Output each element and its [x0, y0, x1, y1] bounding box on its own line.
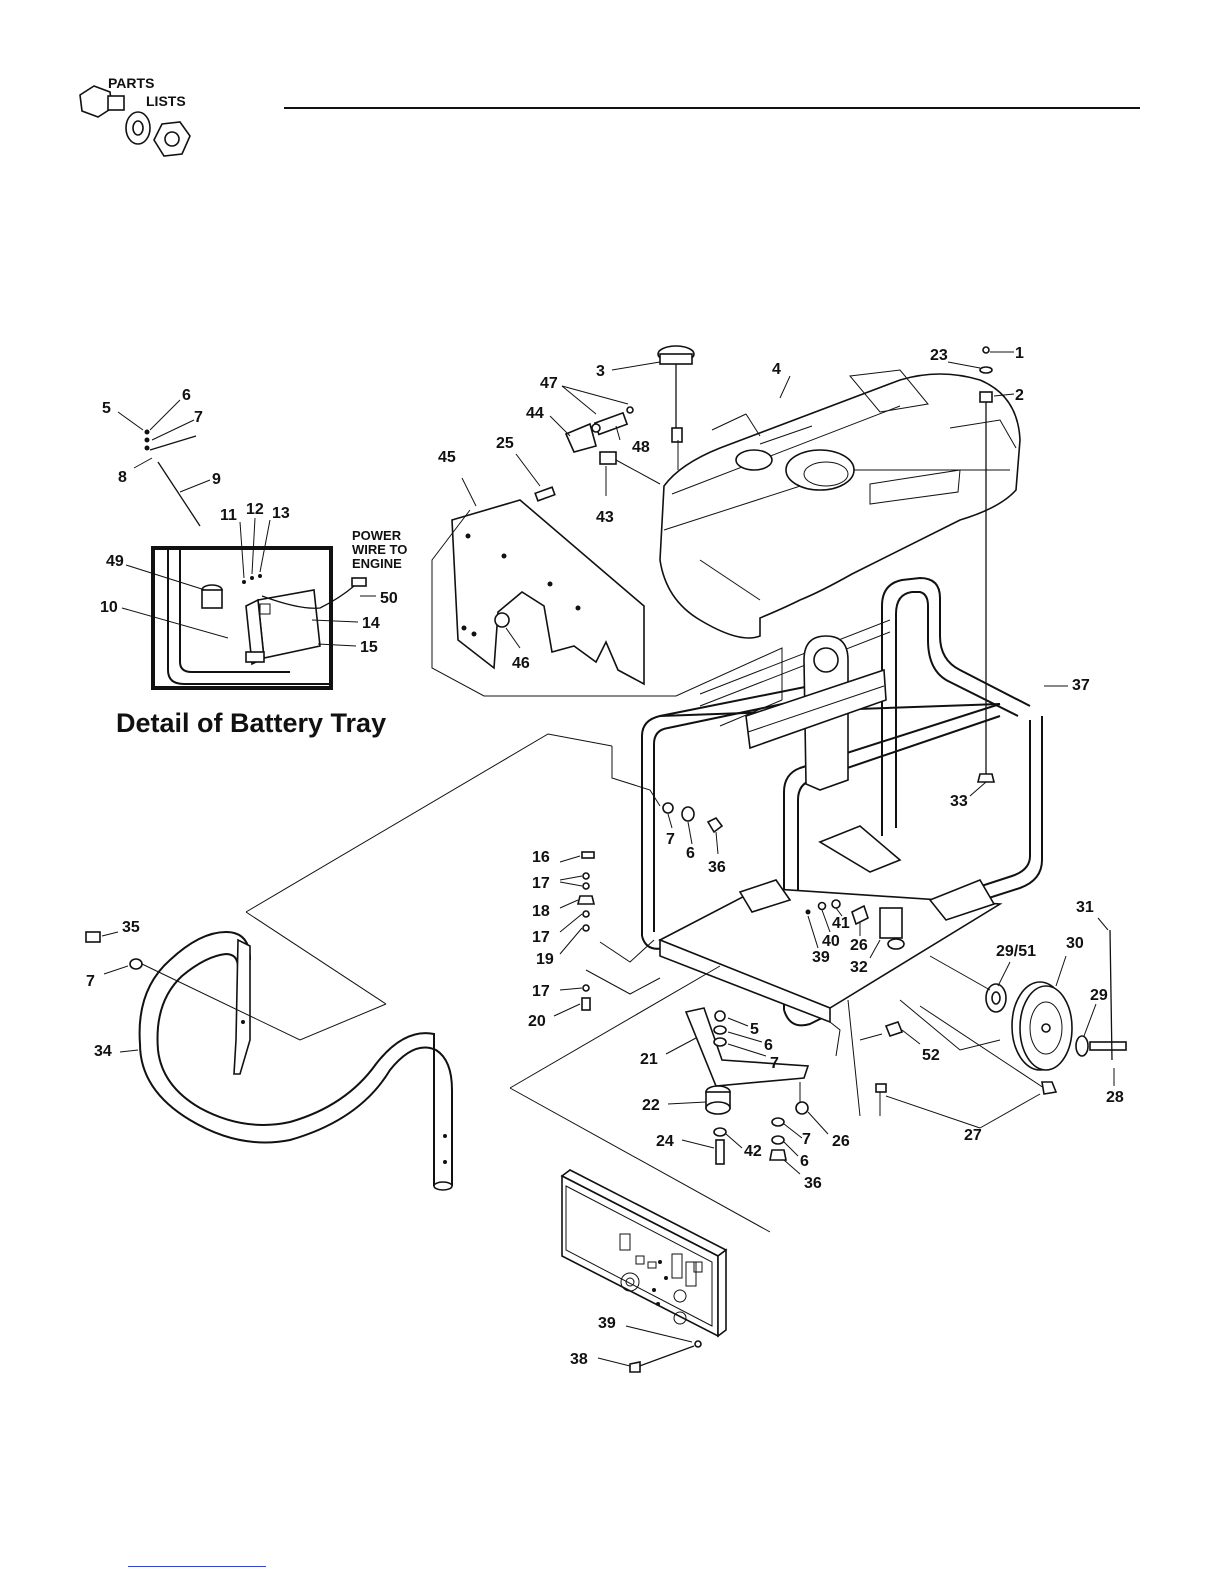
callout-5-top: 5 [102, 400, 111, 417]
callout-11: 11 [220, 507, 237, 524]
callout-18: 18 [532, 903, 550, 920]
callout-17-c: 17 [532, 983, 550, 1000]
callout-30: 30 [1066, 935, 1084, 952]
callout-26-frame: 26 [850, 937, 868, 954]
callout-9: 9 [212, 471, 221, 488]
callout-6-mount: 6 [764, 1037, 773, 1054]
callout-39-frame: 39 [812, 949, 830, 966]
callout-12: 12 [246, 501, 264, 518]
callout-29-51: 29/51 [996, 943, 1036, 960]
callout-6-lower: 6 [800, 1153, 809, 1170]
callout-7-frame: 7 [666, 831, 675, 848]
callout-29: 29 [1090, 987, 1108, 1004]
callout-16: 16 [532, 849, 550, 866]
callout-44: 44 [526, 405, 544, 422]
callout-34: 34 [94, 1043, 112, 1060]
callout-46: 46 [512, 655, 530, 672]
fuel-tank [660, 370, 1020, 638]
callout-7-mount: 7 [770, 1055, 779, 1072]
callout-36-frame: 36 [708, 859, 726, 876]
callout-13: 13 [272, 505, 290, 522]
callout-24: 24 [656, 1133, 674, 1150]
callout-23: 23 [930, 347, 948, 364]
callout-39-panel: 39 [598, 1315, 616, 1332]
callout-8: 8 [118, 469, 127, 486]
callout-47: 47 [540, 375, 558, 392]
callout-4: 4 [772, 361, 781, 378]
callout-2: 2 [1015, 387, 1024, 404]
fastener-stack [578, 852, 594, 1010]
control-panel [562, 1170, 726, 1336]
callout-42: 42 [744, 1143, 762, 1160]
parts-lists-logo: PARTS LISTS [80, 75, 190, 156]
callout-43: 43 [596, 509, 614, 526]
fuel-gauge [658, 346, 694, 470]
callout-6-frame: 6 [686, 845, 695, 862]
callout-20: 20 [528, 1013, 546, 1030]
callout-45: 45 [438, 449, 456, 466]
callout-1: 1 [1015, 345, 1024, 362]
callout-21: 21 [640, 1051, 658, 1068]
callout-3: 3 [596, 363, 605, 380]
generator-frame [642, 578, 1042, 1025]
callout-5-mount: 5 [750, 1021, 759, 1038]
callout-33: 33 [950, 793, 968, 810]
callout-28: 28 [1106, 1089, 1124, 1106]
callout-40: 40 [822, 933, 840, 950]
callout-31: 31 [1076, 899, 1094, 916]
callout-27: 27 [964, 1127, 982, 1144]
handle [140, 932, 452, 1190]
callout-17-b: 17 [532, 929, 550, 946]
battery-tray-detail [118, 400, 376, 688]
callout-14: 14 [362, 615, 380, 632]
callout-48: 48 [632, 439, 650, 456]
handle-bolt [86, 932, 100, 942]
callout-50: 50 [380, 590, 398, 607]
footer-link-underline [128, 1566, 266, 1567]
callout-36-lower: 36 [804, 1175, 822, 1192]
callout-32: 32 [850, 959, 868, 976]
callout-10: 10 [100, 599, 118, 616]
battery-box [258, 590, 320, 658]
logo-parts-text: PARTS [108, 75, 154, 91]
callout-7-handle: 7 [86, 973, 95, 990]
callout-25: 25 [496, 435, 514, 452]
callout-41: 41 [832, 915, 850, 932]
callout-52: 52 [922, 1047, 940, 1064]
callout-49: 49 [106, 553, 124, 570]
callout-7-lower: 7 [802, 1131, 811, 1148]
callout-6-top: 6 [182, 387, 191, 404]
callout-37: 37 [1072, 677, 1090, 694]
callout-22: 22 [642, 1097, 660, 1114]
side-panel [452, 487, 644, 684]
power-wire-note-3: ENGINE [352, 556, 402, 571]
callout-19: 19 [536, 951, 554, 968]
battery-detail-caption: Detail of Battery Tray [116, 708, 386, 738]
power-wire-note-2: WIRE TO [352, 542, 407, 557]
engine-mount [686, 1008, 808, 1164]
callout-15: 15 [360, 639, 378, 656]
callout-7-top: 7 [194, 409, 203, 426]
callout-17-a: 17 [532, 875, 550, 892]
callout-26-lower: 26 [832, 1133, 850, 1150]
callout-38: 38 [570, 1351, 588, 1368]
logo-lists-text: LISTS [146, 93, 186, 109]
bolt-thread-icon [108, 96, 124, 110]
callout-35: 35 [122, 919, 140, 936]
power-wire-note-1: POWER [352, 528, 402, 543]
